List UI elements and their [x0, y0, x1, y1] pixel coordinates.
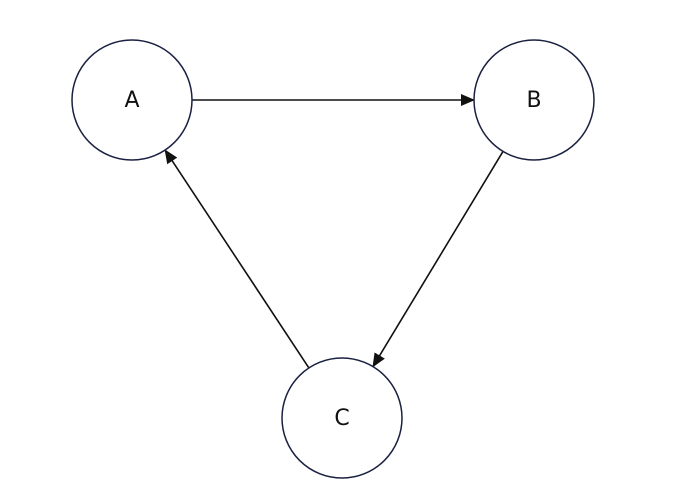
- edge-arrow-b-to-c: [372, 150, 504, 368]
- node-c: C: [281, 357, 403, 479]
- nodes-layer: A B C: [71, 39, 595, 479]
- node-a: A: [71, 39, 193, 161]
- edge-arrow-c-to-a: [164, 149, 310, 369]
- node-circle-b: [473, 39, 595, 161]
- node-label-c: C: [334, 406, 349, 431]
- node-circle-a: [71, 39, 193, 161]
- node-b: B: [473, 39, 595, 161]
- node-label-b: B: [526, 88, 541, 113]
- node-circle-c: [281, 357, 403, 479]
- edges-layer: [164, 94, 504, 369]
- node-label-a: A: [124, 88, 139, 113]
